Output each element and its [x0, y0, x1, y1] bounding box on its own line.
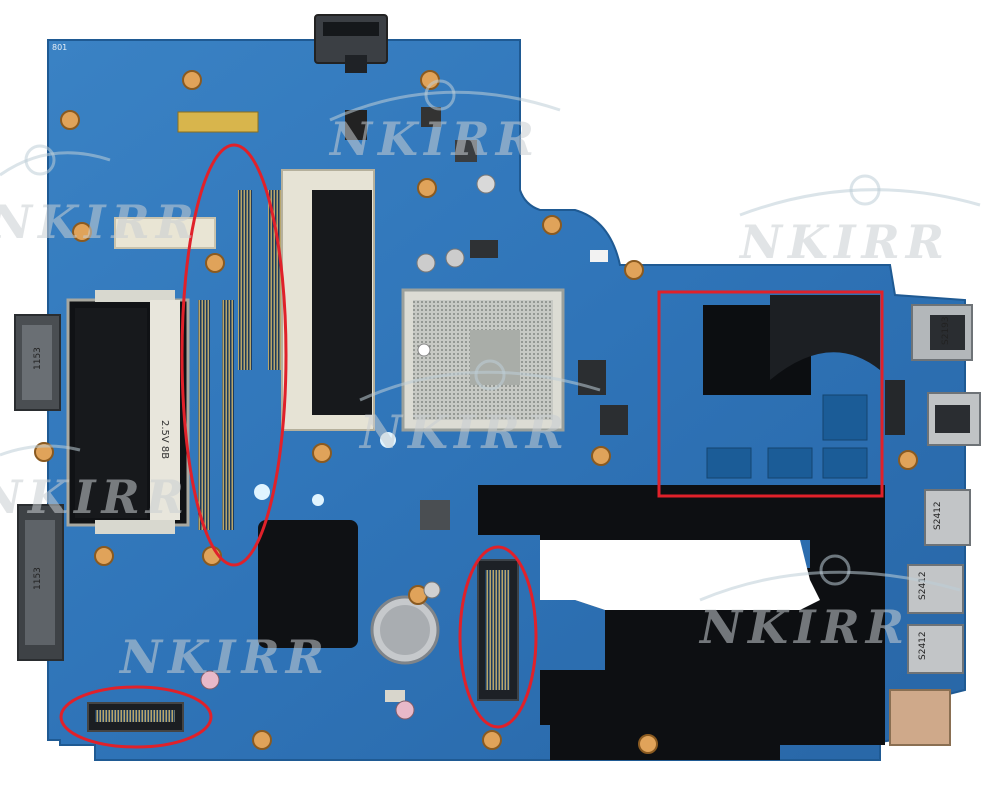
- pcie-slot-1: [238, 190, 252, 370]
- cutout-opening: [540, 540, 820, 610]
- highlight-box-gpu: [657, 290, 884, 498]
- board-id-label: 801: [52, 43, 67, 52]
- memory-slot-label: 2.5V 8B: [159, 420, 170, 459]
- pcie-slot-2: [268, 190, 282, 370]
- pcie-slot-4: [222, 300, 234, 530]
- watermark-logos: [0, 79, 981, 602]
- highlight-ellipse-hdd: [458, 545, 538, 729]
- port-label-3: S2412: [918, 571, 928, 600]
- shield-black: [258, 520, 358, 648]
- port-label-1: S2193: [941, 316, 951, 345]
- sata-connector-small: [114, 217, 216, 249]
- screw-holes: [34, 70, 918, 754]
- board-cutout-black: [478, 485, 885, 760]
- highlight-ellipse-slots: [180, 143, 288, 567]
- pcie-slot-3: [198, 300, 210, 530]
- port-label-2: S2412: [933, 501, 943, 530]
- left-panel-number-1: 1153: [33, 347, 43, 370]
- vram-chips: [706, 394, 868, 479]
- left-panel-number-2: 1153: [33, 567, 43, 590]
- port-label-4: S2412: [918, 631, 928, 660]
- highlight-ellipse-minipcie: [59, 685, 213, 749]
- small-components: [200, 107, 905, 720]
